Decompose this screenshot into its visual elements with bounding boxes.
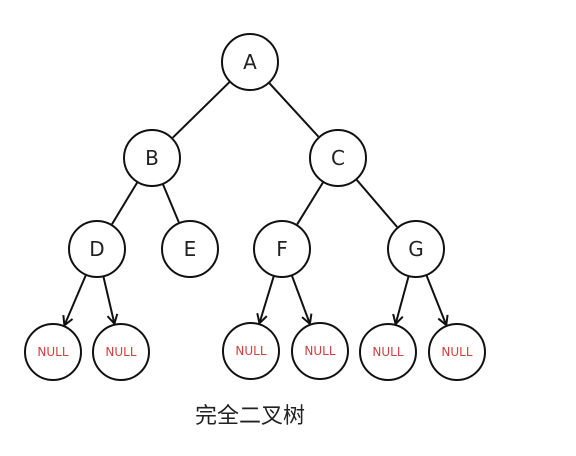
edge-d-n1: [64, 274, 87, 326]
null-node-n3: NULL: [222, 322, 280, 380]
null-label: NULL: [372, 345, 403, 359]
null-label: NULL: [37, 345, 68, 359]
edge-d-n2: [102, 276, 114, 323]
edge-g-n5: [396, 275, 410, 324]
node-label: G: [408, 237, 424, 261]
node-circle: [92, 323, 150, 381]
tree-node-d: D: [68, 220, 126, 278]
edge-b-e: [161, 183, 180, 223]
null-node-n5: NULL: [359, 323, 417, 381]
tree-node-f: F: [253, 220, 311, 278]
tree-node-a: A: [221, 33, 279, 91]
tree-node-b: B: [123, 129, 181, 187]
node-circle: [123, 129, 181, 187]
node-circle: [68, 220, 126, 278]
node-circle: [359, 323, 417, 381]
node-circle: [161, 220, 219, 278]
node-label: E: [184, 237, 197, 261]
edge-f-n3: [259, 275, 275, 323]
node-label: A: [243, 50, 257, 74]
null-node-n2: NULL: [92, 323, 150, 381]
node-label: B: [145, 146, 159, 170]
null-label: NULL: [304, 344, 335, 358]
null-node-n4: NULL: [291, 322, 349, 380]
tree-node-c: C: [309, 129, 367, 187]
edge-c-g: [355, 178, 398, 228]
edge-a-c: [268, 81, 320, 138]
null-label: NULL: [235, 344, 266, 358]
edge-a-b: [172, 80, 231, 139]
null-node-n6: NULL: [428, 323, 486, 381]
tree-node-e: E: [161, 220, 219, 278]
node-circle: [291, 322, 349, 380]
edges-layer: [64, 80, 446, 326]
node-circle: [24, 323, 82, 381]
node-label: D: [89, 237, 104, 261]
node-circle: [428, 323, 486, 381]
node-circle: [221, 33, 279, 91]
tree-node-g: G: [387, 220, 445, 278]
node-circle: [387, 220, 445, 278]
node-circle: [253, 220, 311, 278]
edge-c-f: [296, 181, 325, 225]
node-label: C: [331, 146, 345, 170]
edge-b-d: [111, 181, 139, 225]
edge-g-n6: [425, 274, 446, 325]
diagram-caption: 完全二叉树: [194, 404, 305, 429]
node-label: F: [276, 237, 288, 261]
null-label: NULL: [441, 345, 472, 359]
node-circle: [309, 129, 367, 187]
null-node-n1: NULL: [24, 323, 82, 381]
nodes-layer: A B C D E F G NULL NULL NULL NULL NULL NULL: [24, 33, 486, 381]
node-circle: [222, 322, 280, 380]
null-label: NULL: [105, 345, 136, 359]
edge-f-n4: [290, 274, 310, 324]
